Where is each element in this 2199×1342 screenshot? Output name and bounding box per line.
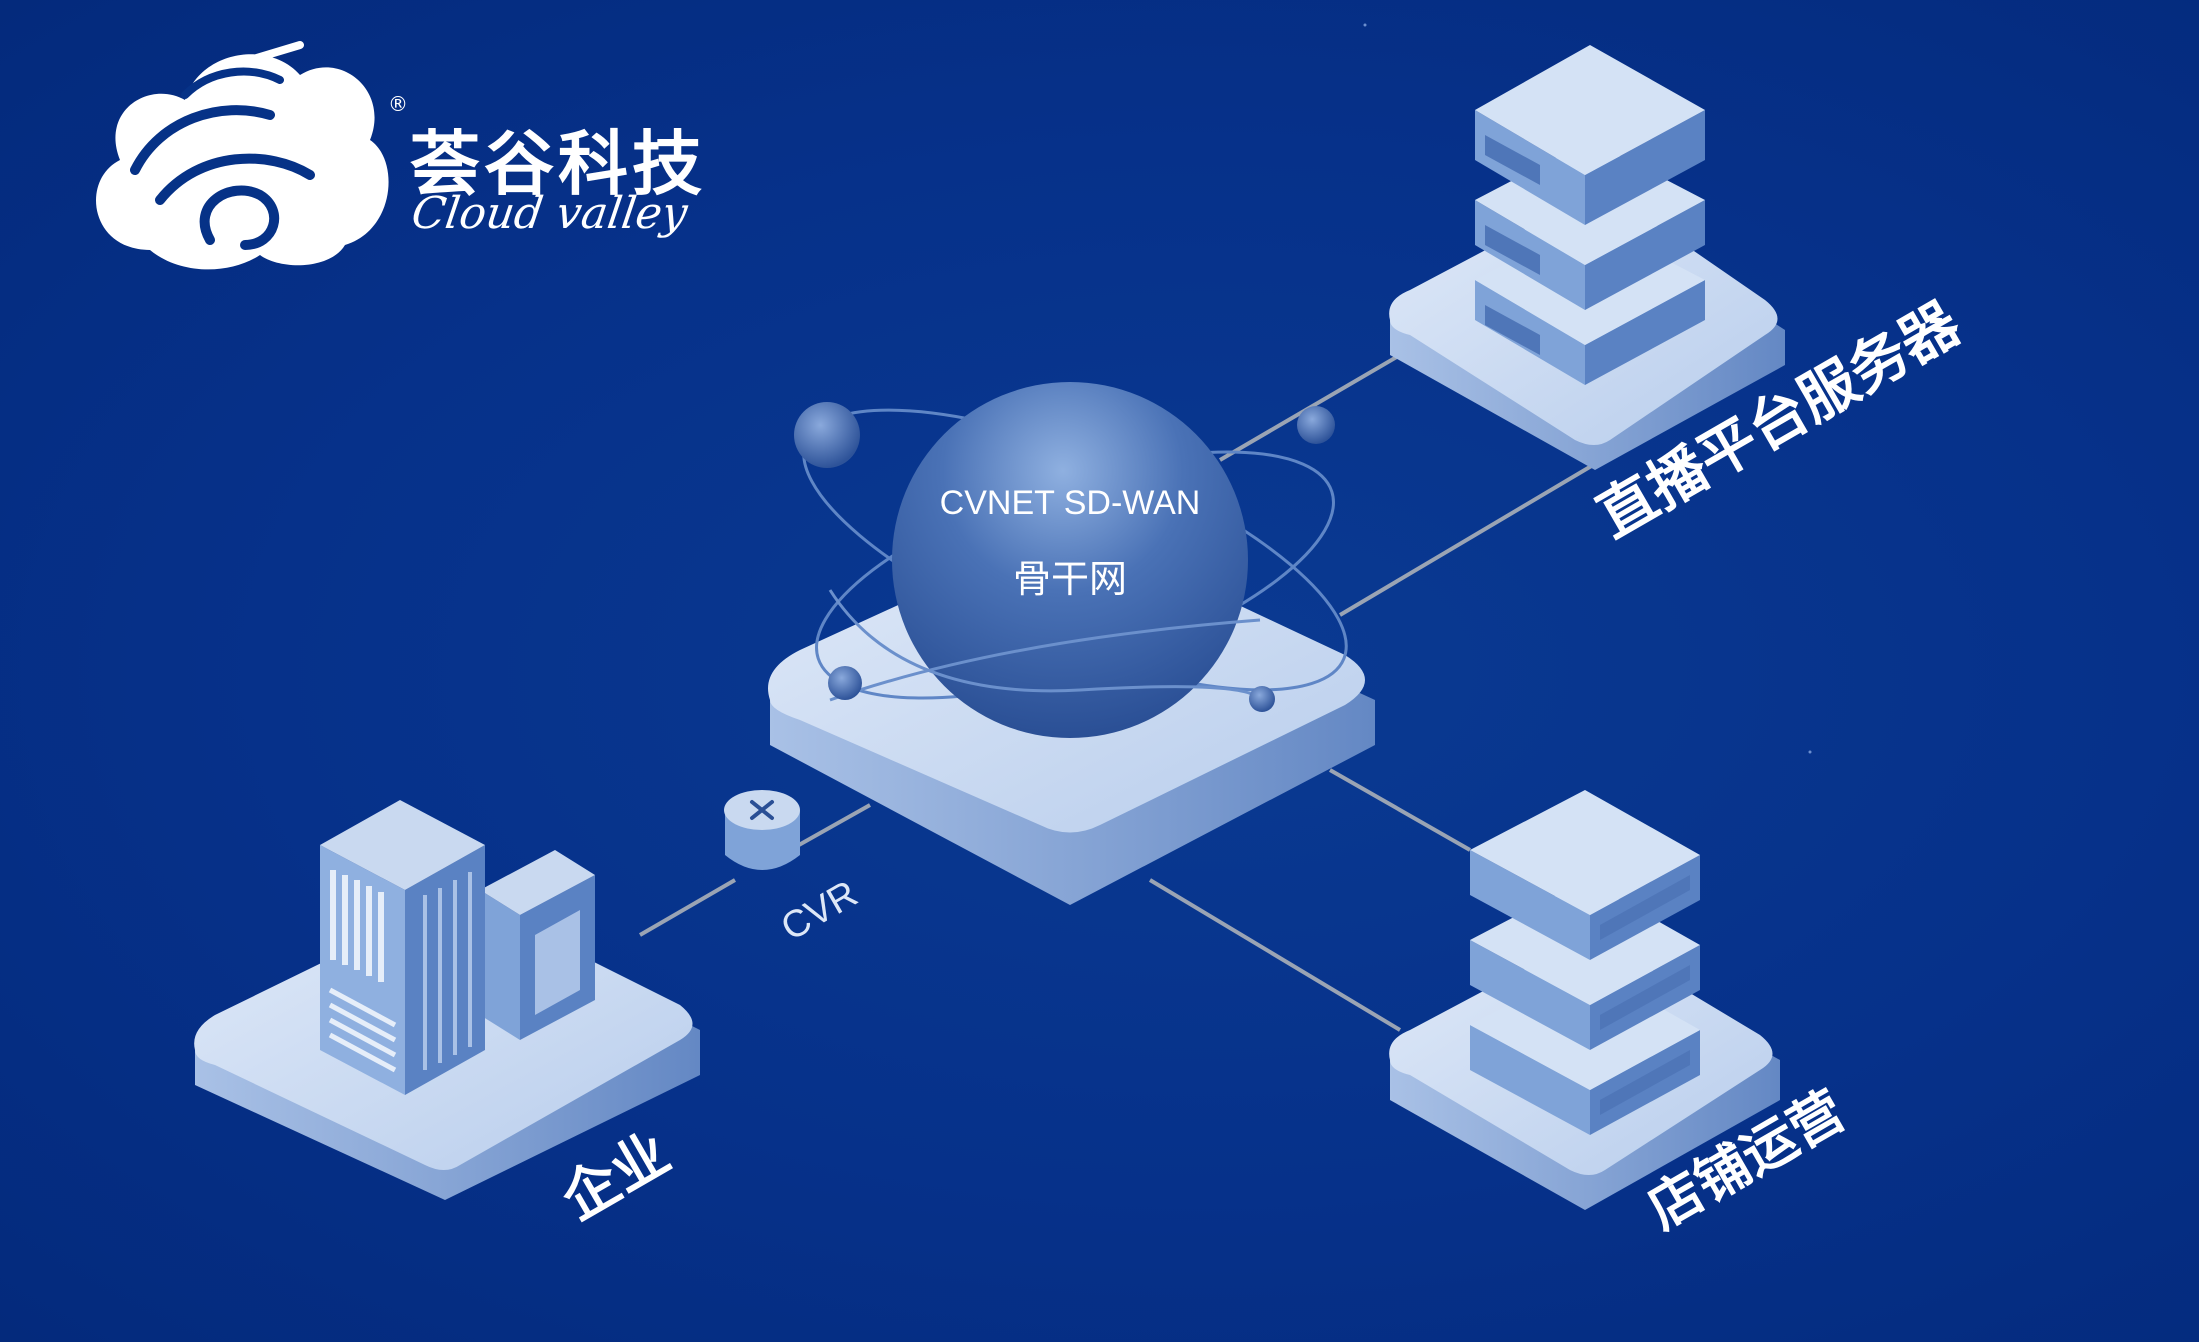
server-stack-icon xyxy=(1470,790,1700,1135)
link-hub-store-1 xyxy=(1329,768,1471,852)
brand-name-en: Cloud valley xyxy=(408,188,691,239)
network-links xyxy=(638,353,1612,1032)
orbit-moon-3 xyxy=(828,666,862,700)
orbit-moon-1 xyxy=(794,402,860,468)
link-enterprise-cvr xyxy=(638,878,737,937)
orbit-moon-2 xyxy=(1297,406,1335,444)
registered-mark: ® xyxy=(388,92,408,116)
link-hub-store-2 xyxy=(1148,878,1402,1032)
backbone-sphere xyxy=(892,382,1248,738)
server-stack-icon xyxy=(1475,45,1705,385)
office-building-icon xyxy=(320,800,595,1095)
cvr-router-icon xyxy=(724,790,800,870)
hub-subtitle: 骨干网 xyxy=(1012,557,1127,601)
brand-logo-icon xyxy=(96,41,389,270)
enterprise-building-node xyxy=(194,800,700,1200)
link-hub-live-2 xyxy=(1338,453,1612,617)
store-ops-server-node xyxy=(1389,790,1780,1210)
link-cvr-hub xyxy=(789,803,871,852)
live-platform-server-node xyxy=(1389,45,1785,470)
background-speck xyxy=(1808,750,1812,754)
hub-title: CVNET SD-WAN xyxy=(939,484,1201,522)
orbit-moon-4 xyxy=(1249,686,1275,712)
brand-name-cn: 荟谷科技 xyxy=(410,123,706,205)
orbit-rings-front xyxy=(828,589,1262,702)
background-speck xyxy=(1363,23,1367,27)
